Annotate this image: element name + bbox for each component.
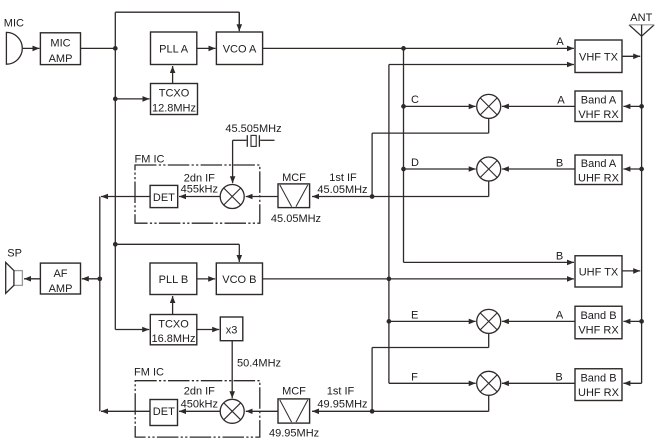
svg-text:C: C <box>411 94 419 106</box>
svg-text:FM IC: FM IC <box>134 367 164 379</box>
svg-text:UHF RX: UHF RX <box>578 173 620 185</box>
svg-text:MCF: MCF <box>282 172 306 184</box>
svg-text:B: B <box>556 250 563 262</box>
svg-text:B: B <box>556 158 563 170</box>
svg-text:45.05MHz: 45.05MHz <box>317 184 367 196</box>
svg-text:DET: DET <box>153 406 175 418</box>
svg-text:A: A <box>557 95 565 107</box>
svg-text:VHF TX: VHF TX <box>579 51 619 63</box>
svg-text:VHF RX: VHF RX <box>578 325 619 337</box>
svg-text:2dn IF: 2dn IF <box>184 172 215 184</box>
svg-text:SP: SP <box>7 248 22 260</box>
svg-text:A: A <box>556 36 564 48</box>
svg-text:49.95MHz: 49.95MHz <box>269 427 319 439</box>
svg-text:Band B: Band B <box>580 310 616 322</box>
svg-text:AMP: AMP <box>49 283 73 295</box>
svg-text:E: E <box>411 309 418 321</box>
svg-text:MIC: MIC <box>50 38 70 50</box>
svg-text:MCF: MCF <box>282 386 306 398</box>
svg-text:VCO B: VCO B <box>222 274 256 286</box>
svg-text:45.05MHz: 45.05MHz <box>271 213 321 225</box>
svg-text:1st IF: 1st IF <box>327 386 355 398</box>
svg-text:45.505MHz: 45.505MHz <box>225 123 281 135</box>
svg-text:AMP: AMP <box>49 53 73 65</box>
svg-text:12.8MHz: 12.8MHz <box>152 102 196 114</box>
svg-text:TCXO: TCXO <box>158 318 189 330</box>
svg-text:FM IC: FM IC <box>135 154 165 166</box>
svg-text:ANT: ANT <box>630 12 652 24</box>
svg-text:UHF TX: UHF TX <box>579 266 619 278</box>
svg-text:VHF RX: VHF RX <box>578 109 619 121</box>
svg-text:F: F <box>411 371 418 383</box>
svg-text:2dn IF: 2dn IF <box>184 386 215 398</box>
svg-text:A: A <box>556 310 564 322</box>
svg-text:Band A: Band A <box>581 158 617 170</box>
svg-text:D: D <box>411 157 419 169</box>
svg-text:UHF RX: UHF RX <box>578 387 620 399</box>
svg-text:MIC: MIC <box>4 17 24 29</box>
svg-text:50.4MHz: 50.4MHz <box>237 357 281 369</box>
svg-text:PLL B: PLL B <box>159 274 189 286</box>
svg-text:49.95MHz: 49.95MHz <box>317 399 367 411</box>
svg-text:16.8MHz: 16.8MHz <box>151 333 195 345</box>
svg-text:AF: AF <box>53 268 67 280</box>
svg-text:DET: DET <box>153 192 175 204</box>
svg-text:VCO A: VCO A <box>223 43 257 55</box>
svg-text:450kHz: 450kHz <box>181 399 218 411</box>
svg-text:x3: x3 <box>226 325 238 337</box>
svg-text:Band B: Band B <box>580 373 616 385</box>
svg-text:TCXO: TCXO <box>159 88 190 100</box>
svg-text:1st IF: 1st IF <box>329 172 357 184</box>
svg-text:Band A: Band A <box>581 95 617 107</box>
svg-text:PLL A: PLL A <box>159 43 189 55</box>
svg-text:B: B <box>555 372 562 384</box>
svg-text:455kHz: 455kHz <box>181 184 218 196</box>
